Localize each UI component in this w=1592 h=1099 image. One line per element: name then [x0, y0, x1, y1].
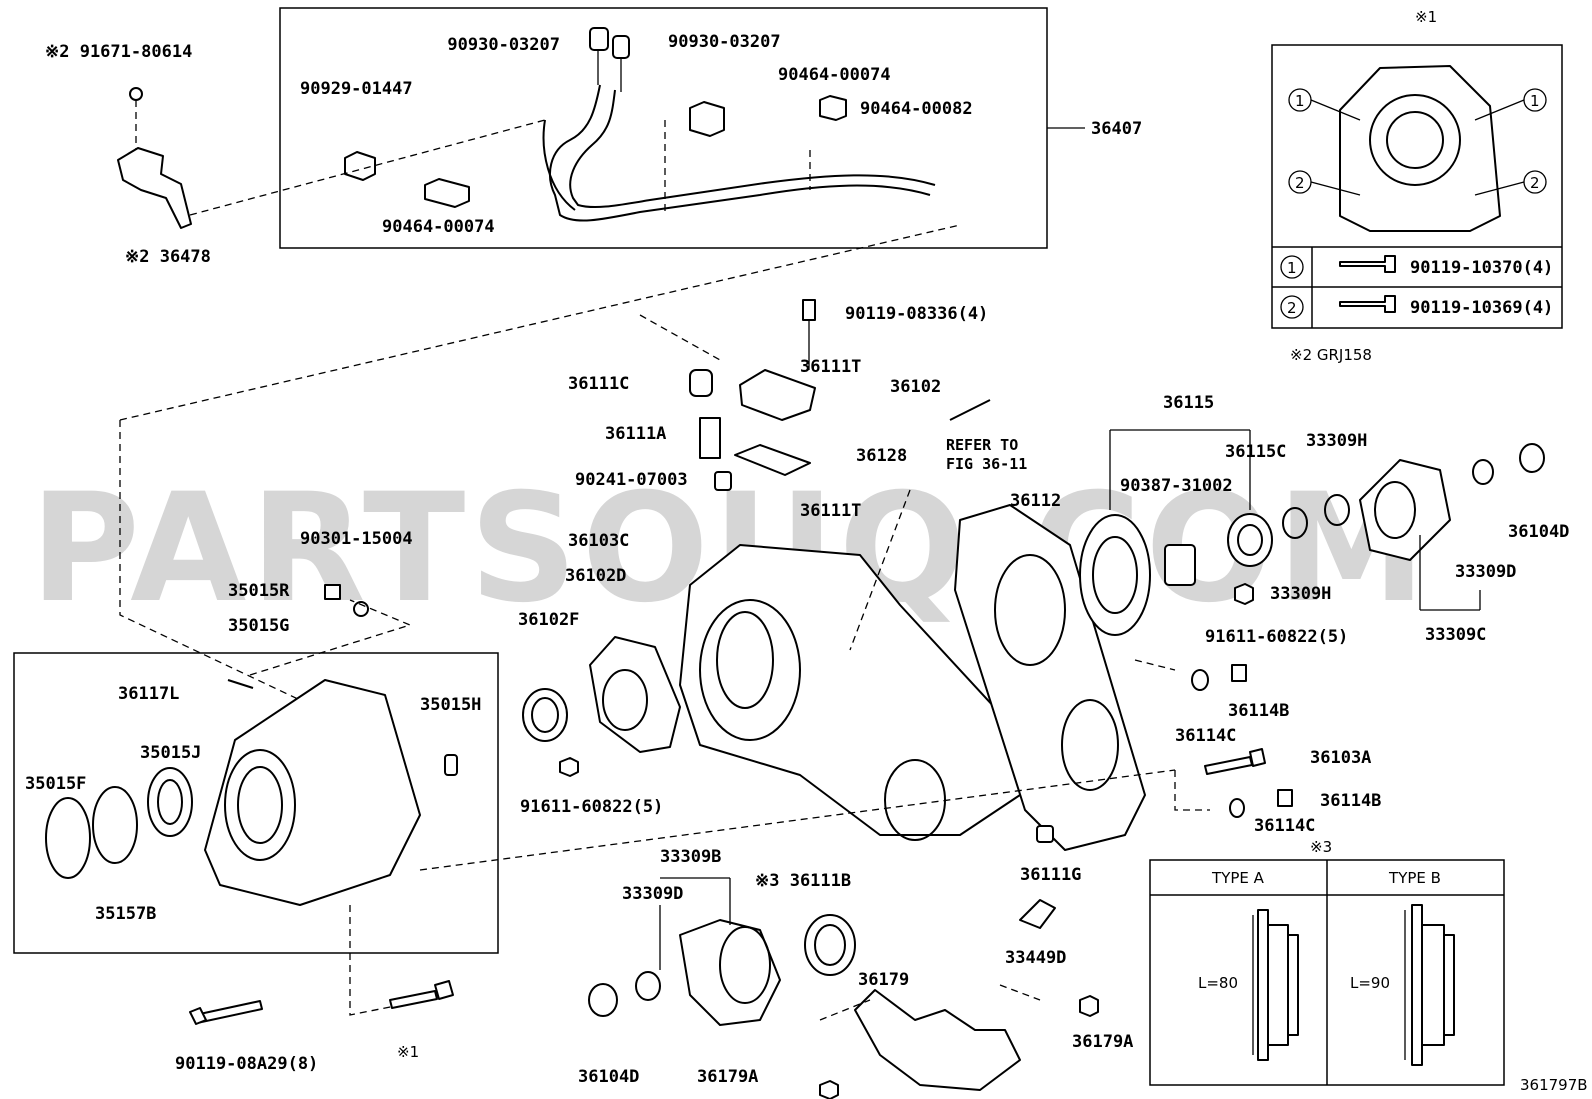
inset-bolt-frame	[1271, 44, 1563, 329]
plugs-and-bolts-right	[1036, 664, 1293, 843]
callout-33309H-top: 33309H	[1306, 431, 1367, 451]
type-a-header: TYPE A	[1211, 869, 1265, 887]
callout-36102D: 36102D	[565, 566, 626, 586]
callout-36104D-right: 36104D	[1508, 522, 1569, 542]
callout-36114C-top: 36114C	[1175, 726, 1236, 746]
svg-text:1: 1	[1530, 92, 1540, 110]
callout-36111A: 36111A	[605, 424, 666, 444]
inset-circle-labels: 1 1 2 2	[1288, 88, 1547, 196]
callout-90241-07003: 90241-07003	[575, 470, 688, 490]
callout-33449D: 33449D	[1005, 948, 1066, 968]
callout-90929-01447: 90929-01447	[300, 79, 413, 99]
bolts-bottom-left	[189, 980, 454, 1025]
dashed-guides	[119, 119, 1210, 1016]
callout-36114B-top: 36114B	[1228, 701, 1289, 721]
svg-text:2: 2	[1295, 174, 1305, 192]
callout-90301-15004: 90301-15004	[300, 529, 413, 549]
extension-housing	[45, 679, 458, 906]
callout-36111C: 36111C	[568, 374, 629, 394]
callout-35157B: 35157B	[95, 904, 156, 924]
callout-36104D-bottom: 36104D	[578, 1067, 639, 1087]
callout-90930-03207-right: 90930-03207	[668, 32, 781, 52]
callout-36179: 36179	[858, 970, 909, 990]
callout-36102: 36102	[890, 377, 941, 397]
callout-90930-03207-left: 90930-03207	[447, 35, 560, 55]
inset-row1-part: 90119-10370(4)	[1410, 258, 1553, 278]
callout-33309B: 33309B	[660, 847, 721, 867]
callout-90464-00074-bottom: 90464-00074	[382, 217, 495, 237]
front-bearing-retainer	[522, 636, 681, 777]
callout-33309C: 33309C	[1425, 625, 1486, 645]
callout-36407: 36407	[1091, 119, 1142, 139]
bracket-36478-drawing	[117, 87, 192, 229]
callout-36179A-bottom: 36179A	[697, 1067, 758, 1087]
center-upper-parts	[639, 299, 991, 491]
callout-36117L: 36117L	[118, 684, 179, 704]
callout-35015F: 35015F	[25, 774, 86, 794]
callout-90464-00082: 90464-00082	[860, 99, 973, 119]
inset-row2-mark: 2	[1287, 299, 1297, 317]
hose-assembly-frame	[279, 7, 1048, 249]
skid-bracket-36179	[819, 899, 1099, 1099]
callout-36111T-top: 36111T	[800, 357, 861, 377]
callout-33309D-bottom: 33309D	[622, 884, 683, 904]
inset-row1-mark: 1	[1287, 259, 1297, 277]
transfer-case-front-view	[1339, 65, 1501, 232]
callout-90119-08336: 90119-08336(4)	[845, 304, 988, 324]
callout-refer-line1: REFER TO	[946, 436, 1018, 454]
callout-36114B-bottom: 36114B	[1320, 791, 1381, 811]
breather-hose-drawing	[344, 27, 936, 222]
callout-35015J: 35015J	[140, 743, 201, 763]
callout-36115: 36115	[1163, 393, 1214, 413]
type-a-seal	[1252, 909, 1299, 1061]
callout-36111T-mid: 36111T	[800, 501, 861, 521]
inset-note1-mark: ※1	[1415, 8, 1437, 26]
rear-cover-plate	[954, 504, 1146, 851]
callout-36478: ※2 36478	[125, 247, 211, 267]
note-grj158: ※2 GRJ158	[1290, 346, 1372, 364]
callout-36103A: 36103A	[1310, 748, 1371, 768]
type-b-header: TYPE B	[1388, 869, 1441, 887]
callout-35015R: 35015R	[228, 581, 290, 601]
callout-36112: 36112	[1010, 491, 1061, 511]
callout-90119-08A29: 90119-08A29(8)	[175, 1054, 318, 1074]
type-b-length: L=90	[1350, 974, 1390, 992]
callout-36114C-bottom: 36114C	[1254, 816, 1315, 836]
callout-91611-60822-left: 91611-60822(5)	[520, 797, 663, 817]
callout-35015G: 35015G	[228, 616, 289, 636]
callout-35015H: 35015H	[420, 695, 481, 715]
svg-text:1: 1	[1295, 92, 1305, 110]
inset-row2-part: 90119-10369(4)	[1410, 298, 1553, 318]
callout-36179A-right: 36179A	[1072, 1032, 1133, 1052]
callout-90464-00074-top: 90464-00074	[778, 65, 891, 85]
callout-36102F: 36102F	[518, 610, 579, 630]
rear-bearing-group	[1079, 443, 1545, 636]
callout-91671-80614: ※2 91671-80614	[45, 42, 192, 62]
extension-housing-frame	[13, 652, 499, 954]
callout-36128: 36128	[856, 446, 907, 466]
type-a-length: L=80	[1198, 974, 1238, 992]
figure-code: 361797B	[1520, 1076, 1588, 1094]
front-flange-group	[588, 914, 856, 1026]
callout-33309H-bottom: 33309H	[1270, 584, 1331, 604]
inset-note3-mark: ※3	[1310, 838, 1332, 856]
callout-36111B: ※3 36111B	[755, 871, 851, 891]
note1-reference: ※1	[397, 1043, 419, 1061]
callout-36111G: 36111G	[1020, 865, 1081, 885]
callout-36115C: 36115C	[1225, 442, 1286, 462]
callout-33309D-right: 33309D	[1455, 562, 1516, 582]
callout-91611-60822-right: 91611-60822(5)	[1205, 627, 1348, 647]
svg-text:2: 2	[1530, 174, 1540, 192]
callout-36103C: 36103C	[568, 531, 629, 551]
type-b-seal	[1404, 904, 1455, 1066]
callout-90387-31002: 90387-31002	[1120, 476, 1233, 496]
callout-refer-line2: FIG 36-11	[946, 455, 1027, 473]
transfer-case-main	[679, 544, 1021, 841]
